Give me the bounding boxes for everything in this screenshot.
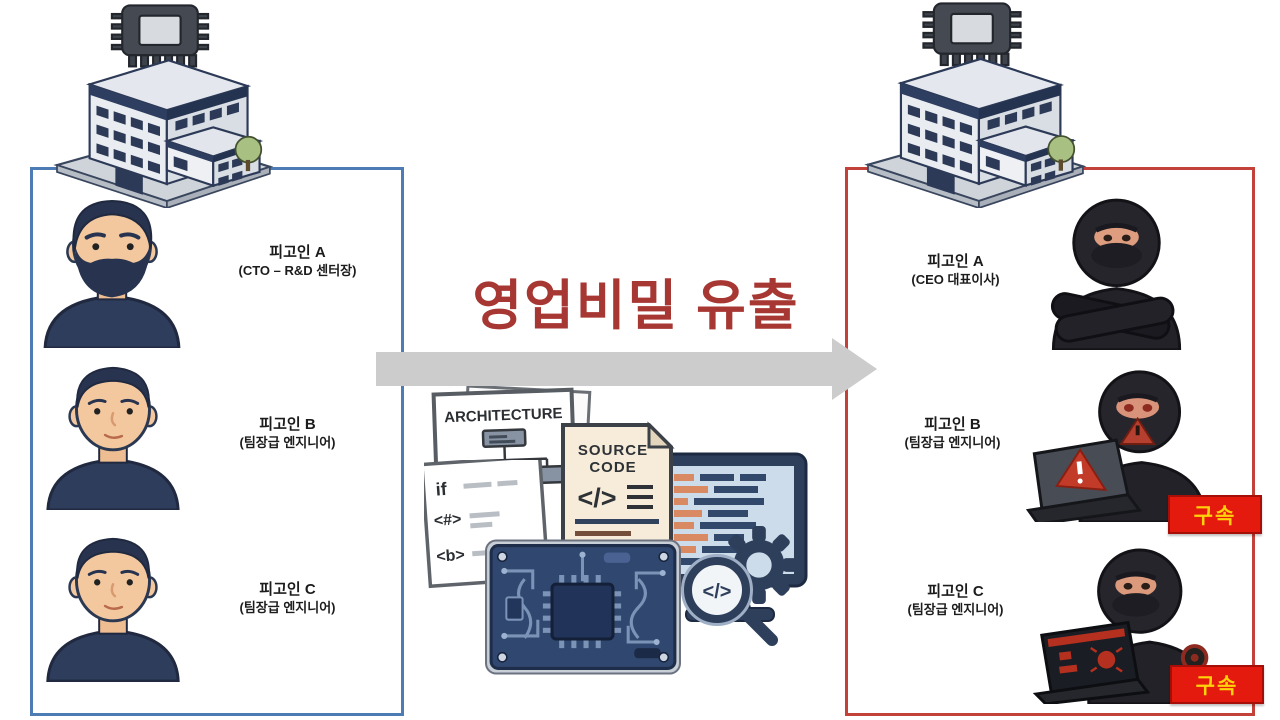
arrest-badge: 구속	[1170, 665, 1264, 704]
defendant-role: (팀장급 엔지니어)	[904, 435, 1001, 451]
magnifier-glyph: </>	[703, 581, 732, 603]
defendant-c-avatar	[46, 537, 180, 682]
source-code-title-line1: SOURCE	[578, 442, 648, 459]
defendant-label: 피고인 B (팀장급 엔지니어)	[190, 415, 385, 452]
code-glyph: </>	[577, 483, 616, 513]
defendant-role: (팀장급 엔지니어)	[907, 602, 1004, 618]
defendant-role: (팀장급 엔지니어)	[239, 435, 336, 451]
page-title: 영업비밀 유출	[472, 276, 800, 336]
defendant-name: 피고인 B	[924, 416, 981, 433]
defendant-a-avatar	[43, 200, 181, 348]
defendant-name: 피고인 A	[927, 253, 984, 270]
architecture-title: ARCHITECTURE	[444, 405, 563, 426]
defendant-label: 피고인 C (팀장급 엔지니어)	[190, 580, 385, 617]
code-token-b: <b>	[436, 547, 466, 566]
defendant-b-avatar	[46, 366, 180, 510]
defendant-label: 피고인 B (팀장급 엔지니어)	[855, 415, 1050, 452]
hacker-a-avatar	[1050, 198, 1182, 350]
tech-building-icon	[55, 4, 271, 208]
defendant-label: 피고인 A (CTO – R&D 센터장)	[200, 243, 395, 280]
hacker-b-avatar	[1026, 370, 1208, 522]
defendant-name: 피고인 A	[269, 244, 326, 261]
defendant-name: 피고인 C	[259, 581, 316, 598]
defendant-name: 피고인 B	[259, 416, 316, 433]
defendant-role: (CEO 대표이사)	[911, 272, 1000, 288]
source-code-document-icon: SOURCE CODE </>	[561, 421, 675, 547]
circuit-board-icon	[485, 539, 681, 675]
defendant-label: 피고인 C (팀장급 엔지니어)	[858, 582, 1053, 619]
source-code-title-line2: CODE	[589, 459, 636, 476]
code-token-hash: <#>	[433, 511, 462, 530]
defendant-label: 피고인 A (CEO 대표이사)	[858, 252, 1053, 289]
defendant-name: 피고인 C	[927, 583, 984, 600]
tech-building-icon	[866, 2, 1085, 208]
defendant-role: (팀장급 엔지니어)	[239, 600, 336, 616]
leak-arrow-icon	[376, 338, 877, 400]
magnifier-code-icon: </>	[681, 554, 778, 646]
defendant-role: (CTO – R&D 센터장)	[238, 263, 357, 279]
code-token-if: if	[435, 479, 448, 500]
arrest-badge: 구속	[1168, 495, 1262, 534]
